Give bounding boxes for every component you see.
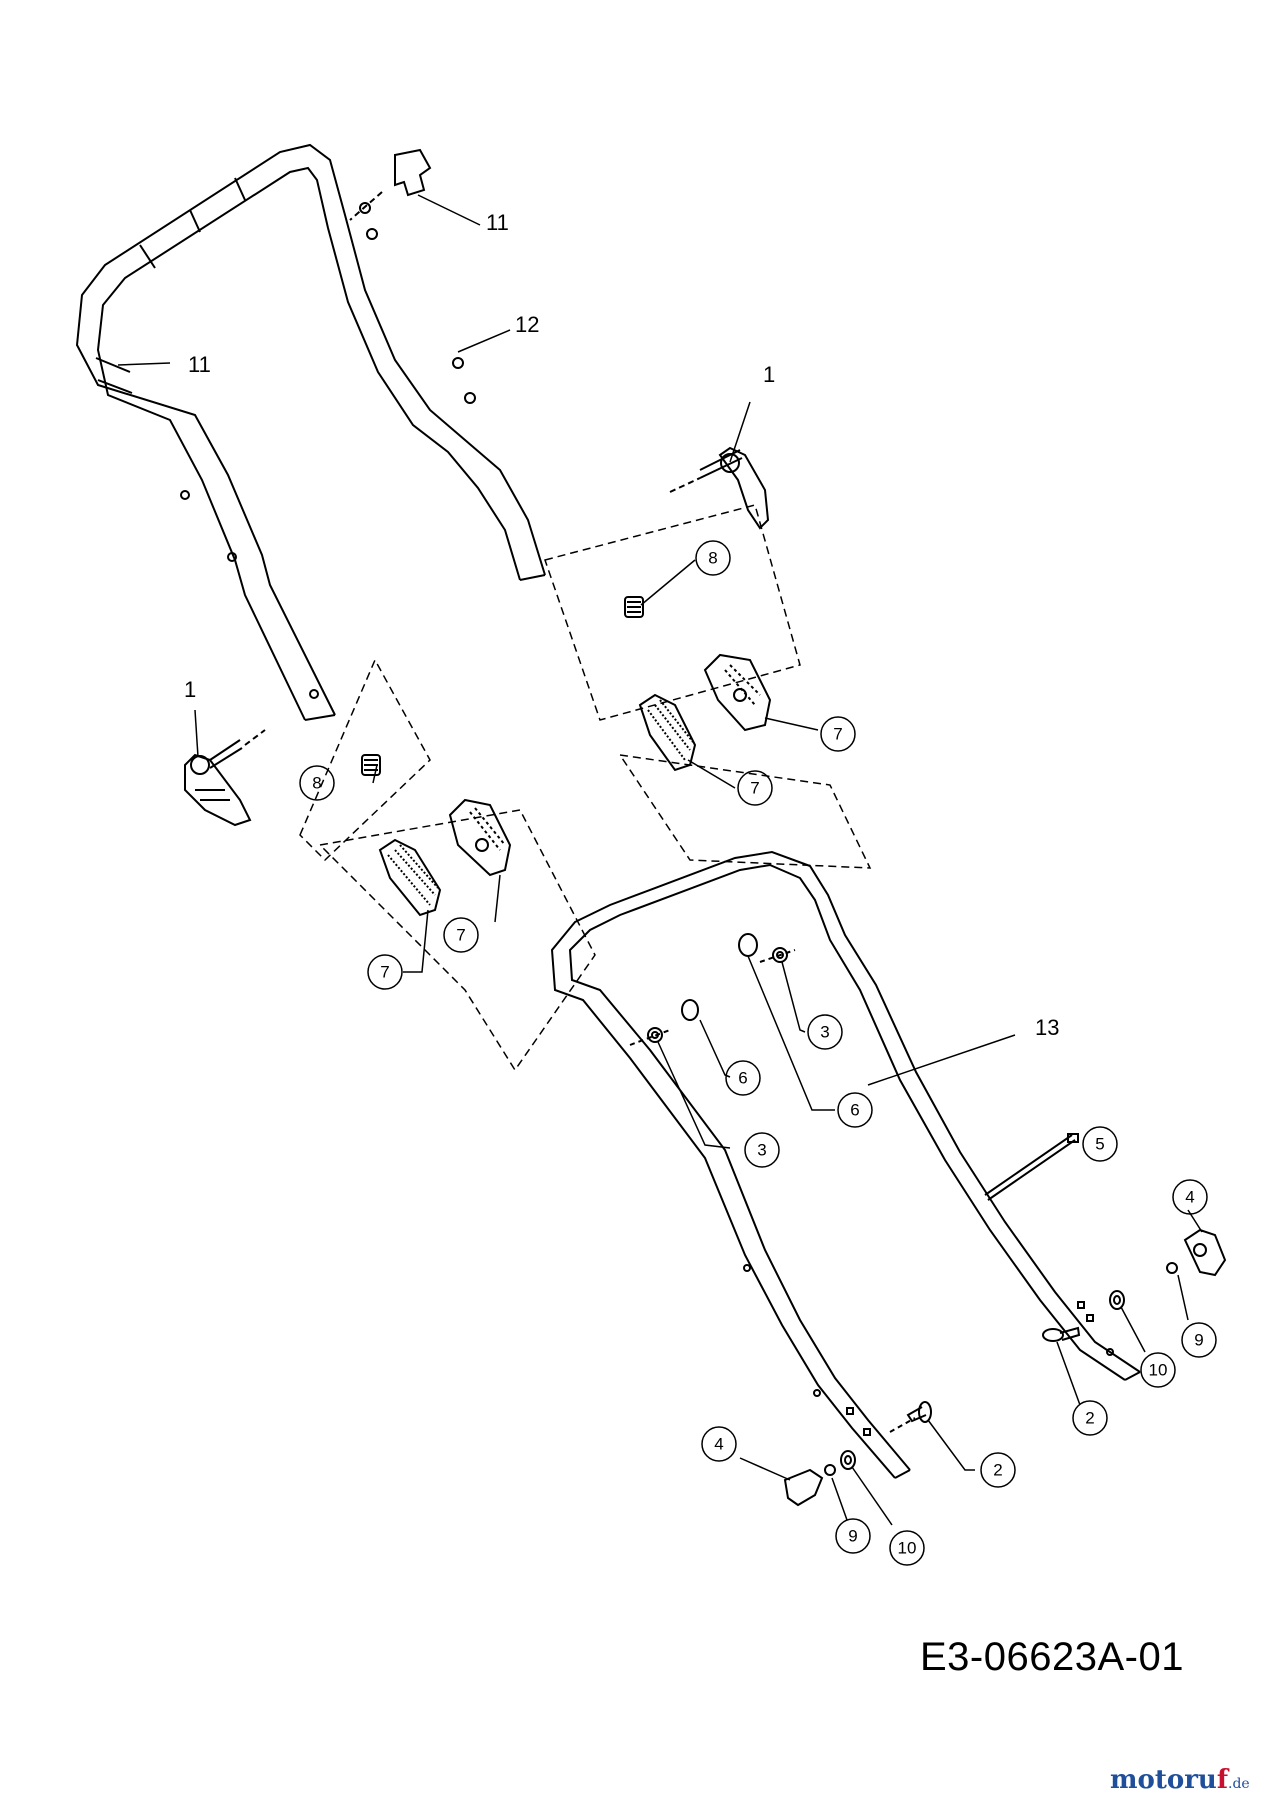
leader-lines bbox=[117, 194, 1203, 1526]
spacer-right bbox=[1109, 1290, 1125, 1310]
cam-lever-right bbox=[669, 446, 770, 530]
handle-label-sticker bbox=[349, 148, 432, 221]
bolt-right bbox=[1042, 1326, 1081, 1342]
callout-insert-left: 8 bbox=[312, 774, 321, 793]
callout-nut-upper: 3 bbox=[820, 1023, 829, 1042]
watermark-logo: motoruf.de bbox=[1110, 1765, 1250, 1795]
callout-washer-right: 9 bbox=[1194, 1331, 1203, 1350]
callout-upper-handle-grip: 11 bbox=[188, 352, 211, 377]
callout-upper-handle: 12 bbox=[515, 312, 539, 337]
callout-wing-knob-right: 4 bbox=[1185, 1188, 1194, 1207]
callout-bolt-left: 2 bbox=[993, 1461, 1002, 1480]
washer-left bbox=[824, 1464, 836, 1476]
bushing-upper bbox=[738, 933, 758, 957]
callout-circles bbox=[299, 540, 1217, 1566]
callout-lower-handle: 13 bbox=[1035, 1015, 1059, 1040]
callout-washer-left: 9 bbox=[848, 1527, 857, 1546]
bolt-axis-lines bbox=[629, 949, 796, 1046]
knob-right-front bbox=[638, 693, 697, 772]
bushing-lower bbox=[681, 999, 699, 1021]
callout-knob-left-back: 7 bbox=[456, 926, 465, 945]
callout-knob-right-front: 7 bbox=[750, 779, 759, 798]
callout-cable-tie: 5 bbox=[1095, 1135, 1104, 1154]
watermark-brand-accent: f bbox=[1216, 1765, 1228, 1795]
callout-spacer-left: 10 bbox=[898, 1539, 917, 1558]
callout-lever-right: 1 bbox=[763, 362, 775, 387]
watermark-brand-tld: .de bbox=[1228, 1776, 1250, 1792]
callout-insert-right: 8 bbox=[708, 549, 717, 568]
upper-handle bbox=[75, 143, 546, 721]
callout-knob-right-back: 7 bbox=[833, 725, 842, 744]
knob-left-back bbox=[448, 798, 512, 877]
callout-bolt-right: 2 bbox=[1085, 1409, 1094, 1428]
callout-nut-lower: 3 bbox=[757, 1141, 766, 1160]
callout-bushing-upper: 6 bbox=[850, 1101, 859, 1120]
nut-lower bbox=[647, 1027, 663, 1043]
knob-right-back bbox=[703, 653, 772, 732]
insert-right bbox=[624, 596, 644, 618]
assembly-guide-lines bbox=[299, 504, 872, 1072]
cable-tie bbox=[984, 1133, 1079, 1201]
wing-knob-left bbox=[783, 1468, 824, 1507]
spacer-left bbox=[840, 1450, 856, 1470]
callout-lever-left: 1 bbox=[184, 677, 196, 702]
callout-wing-knob-left: 4 bbox=[714, 1435, 723, 1454]
drawing-code: E3-06623A-01 bbox=[920, 1635, 1184, 1679]
bolt-left bbox=[889, 1401, 932, 1433]
watermark-brand-main: motoru bbox=[1110, 1765, 1217, 1795]
wing-knob-right bbox=[1183, 1228, 1227, 1277]
nut-upper bbox=[772, 947, 788, 963]
callout-spacer-right: 10 bbox=[1149, 1361, 1168, 1380]
washer-right bbox=[1166, 1262, 1178, 1274]
lower-handle bbox=[550, 850, 1141, 1479]
cam-lever-left bbox=[184, 729, 266, 827]
callout-upper-handle-label: 11 bbox=[486, 210, 509, 235]
insert-left bbox=[361, 754, 381, 776]
knob-left-front bbox=[378, 838, 442, 917]
callout-knob-left-front: 7 bbox=[380, 963, 389, 982]
callout-bushing-lower: 6 bbox=[738, 1069, 747, 1088]
